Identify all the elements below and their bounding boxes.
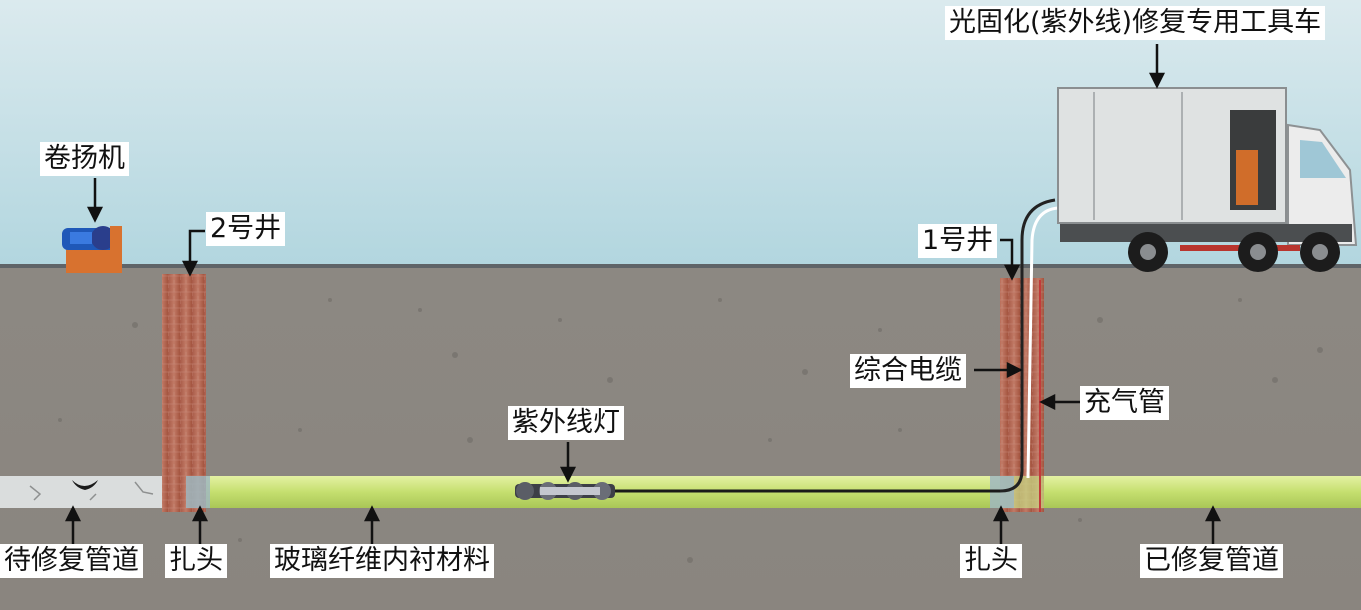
well-2-shaft	[162, 274, 206, 512]
pipe-hole	[72, 480, 98, 490]
packer-left-shape	[186, 476, 210, 508]
liner-label: 玻璃纤维内衬材料	[270, 544, 494, 578]
air-hose-label: 充气管	[1080, 386, 1169, 420]
repaired-pipe-segment	[1044, 476, 1361, 508]
winch-label: 卷扬机	[40, 142, 129, 176]
arrows	[64, 44, 1222, 544]
ground-surface-line	[0, 264, 1361, 268]
truck	[1057, 87, 1358, 272]
uv-lamp-train	[515, 482, 1000, 500]
repaired-pipe-label: 已修复管道	[1140, 544, 1283, 578]
old-pipe	[0, 476, 162, 508]
soil-texture	[58, 298, 1323, 563]
well-2-label: 2号井	[206, 212, 286, 246]
cable-label: 综合电缆	[850, 354, 966, 388]
packer-left-label: 扎头	[165, 544, 227, 578]
truck-label: 光固化(紫外线)修复专用工具车	[945, 6, 1326, 40]
pipe-to-repair-label: 待修复管道	[0, 544, 143, 578]
integrated-cable	[999, 198, 1056, 493]
pipe-cracks	[29, 481, 154, 501]
uv-lamp-label: 紫外线灯	[508, 406, 624, 440]
winch	[62, 226, 122, 273]
air-hose-line	[1026, 206, 1059, 479]
packer-right-label: 扎头	[960, 544, 1022, 578]
well-1-label: 1号井	[918, 224, 998, 258]
